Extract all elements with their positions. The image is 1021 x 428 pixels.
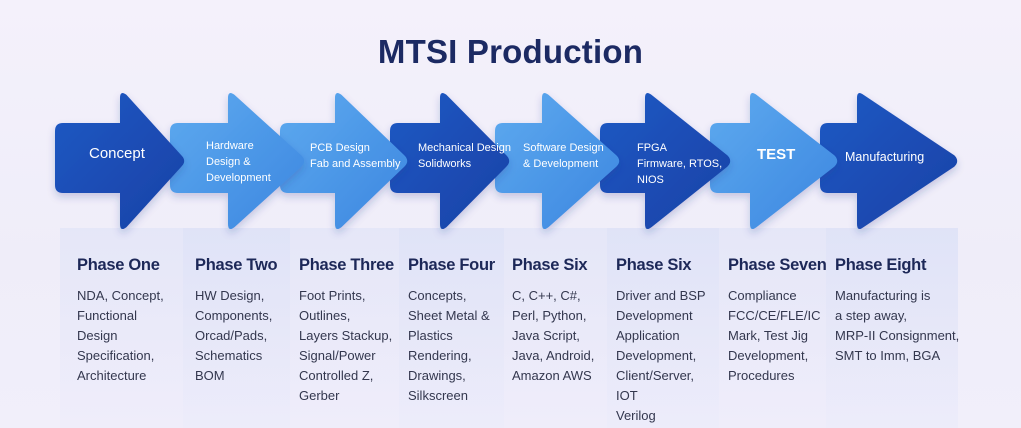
phase-item: Development, bbox=[728, 348, 809, 363]
phase-item: Silkscreen bbox=[408, 388, 468, 403]
phase-item: Procedures bbox=[728, 368, 795, 383]
phase-two: Phase Two HW Design, Components, Orcad/Pad… bbox=[195, 256, 278, 386]
phase-title: Phase One bbox=[77, 256, 160, 274]
arrow-shape bbox=[710, 93, 838, 229]
phase-title: Phase Three bbox=[299, 256, 394, 274]
phase-item: Rendering, bbox=[408, 348, 472, 363]
phase-item: Layers Stackup, bbox=[299, 328, 393, 343]
arrow-label-fpga: FPGA Firmware, RTOS, NIOS bbox=[637, 142, 723, 186]
phase-five: Phase Six C, C++, C#, Perl, Python, Java S… bbox=[512, 256, 594, 386]
phase-column-bg bbox=[290, 228, 399, 428]
phase-item: Java Script, bbox=[512, 328, 580, 343]
phase-item: Functional bbox=[77, 308, 137, 323]
phase-item: Manufacturing is bbox=[835, 288, 931, 303]
phase-item: Architecture bbox=[77, 368, 147, 383]
phase-item: Components, bbox=[195, 308, 273, 323]
arrow-shape bbox=[495, 93, 620, 229]
phase-item: Compliance bbox=[728, 288, 797, 303]
phase-item: NDA, Concept, bbox=[77, 288, 164, 303]
phase-item: FCC/CE/FLE/IC bbox=[728, 308, 821, 323]
phase-item: Foot Prints, bbox=[299, 288, 366, 303]
arrow-label-software: Software Design & Development bbox=[523, 142, 604, 170]
arrow-shape bbox=[280, 93, 408, 229]
phase-item: Client/Server, bbox=[616, 368, 695, 383]
phase-item: Schematics bbox=[195, 348, 263, 363]
phase-item: HW Design, bbox=[195, 288, 265, 303]
phase-item: Concepts, bbox=[408, 288, 467, 303]
arrow-shape bbox=[390, 93, 510, 229]
phase-item: Drawings, bbox=[408, 368, 466, 383]
phase-title: Phase Eight bbox=[835, 256, 927, 274]
phase-title: Phase Six bbox=[616, 256, 692, 274]
arrow-label-concept: Concept bbox=[89, 145, 145, 162]
phase-item: Mark, Test Jig bbox=[728, 328, 808, 343]
arrow-label-pcb: PCB Design Fab and Assembly bbox=[310, 142, 401, 170]
phase-item: Verilog bbox=[616, 408, 656, 423]
phase-items: HW Design, Components, Orcad/Pads, Schemati… bbox=[195, 286, 277, 386]
arrow-label-test: TEST bbox=[757, 146, 796, 163]
page-title: MTSI Production bbox=[377, 33, 644, 70]
phase-column-bg bbox=[183, 228, 290, 428]
phase-title: Phase Seven bbox=[728, 256, 827, 274]
arrow-label-hardware: Hardware Design & Development bbox=[206, 140, 271, 184]
phase-items: Manufacturing is a step away, MRP-II Consi… bbox=[835, 286, 959, 366]
phase-column-bg bbox=[504, 228, 607, 428]
phase-item: IOT bbox=[616, 388, 638, 403]
phase-column-bg bbox=[60, 228, 183, 428]
phase-title: Phase Six bbox=[512, 256, 588, 274]
phase-item: Signal/Power bbox=[299, 348, 376, 363]
phase-column-bg bbox=[607, 228, 719, 428]
arrow-shape bbox=[170, 93, 305, 229]
phase-item: Driver and BSP bbox=[616, 288, 706, 303]
phase-eight: Phase Eight Manufacturing is a step away,… bbox=[835, 256, 959, 366]
phase-items: Foot Prints, Outlines, Layers Stackup, Sign… bbox=[299, 286, 394, 406]
phase-column-bg bbox=[719, 228, 826, 428]
phase-title: Phase Two bbox=[195, 256, 278, 274]
phase-three: Phase Three Foot Prints, Outlines, Layers … bbox=[299, 256, 394, 406]
phase-column-bg bbox=[399, 228, 504, 428]
arrow-shape bbox=[600, 93, 731, 229]
phase-item: SMT to Imm, BGA bbox=[835, 348, 941, 363]
phase-item: Sheet Metal & bbox=[408, 308, 490, 323]
phase-items: C, C++, C#, Perl, Python, Java Script, Java… bbox=[512, 286, 594, 386]
phase-item: Orcad/Pads, bbox=[195, 328, 268, 343]
phase-item: Design bbox=[77, 328, 118, 343]
phase-item: Amazon AWS bbox=[512, 368, 592, 383]
phase-item: Specification, bbox=[77, 348, 155, 363]
phase-title: Phase Four bbox=[408, 256, 495, 274]
phase-item: Application bbox=[616, 328, 680, 343]
phase-item: Controlled Z, bbox=[299, 368, 374, 383]
phase-item: C, C++, C#, bbox=[512, 288, 581, 303]
phase-item: Gerber bbox=[299, 388, 340, 403]
arrow-label-mechanical: Mechanical Design Solidworks bbox=[418, 142, 511, 170]
arrow-shape bbox=[820, 93, 958, 229]
phase-four: Phase Four Concepts, Sheet Metal & Plastic… bbox=[408, 256, 495, 406]
arrow-label-manufacturing: Manufacturing bbox=[845, 150, 925, 164]
phase-item: Outlines, bbox=[299, 308, 351, 323]
arrow-shape bbox=[55, 93, 185, 229]
phase-item: Java, Android, bbox=[512, 348, 595, 363]
phase-item: BOM bbox=[195, 368, 225, 383]
phase-item: MRP-II Consignment, bbox=[835, 328, 960, 343]
phase-item: Development bbox=[616, 308, 693, 323]
phase-item: Development, bbox=[616, 348, 697, 363]
phase-item: Perl, Python, bbox=[512, 308, 587, 323]
phase-item: Plastics bbox=[408, 328, 453, 343]
phase-item: a step away, bbox=[835, 308, 908, 323]
phase-column-bg bbox=[826, 228, 958, 428]
